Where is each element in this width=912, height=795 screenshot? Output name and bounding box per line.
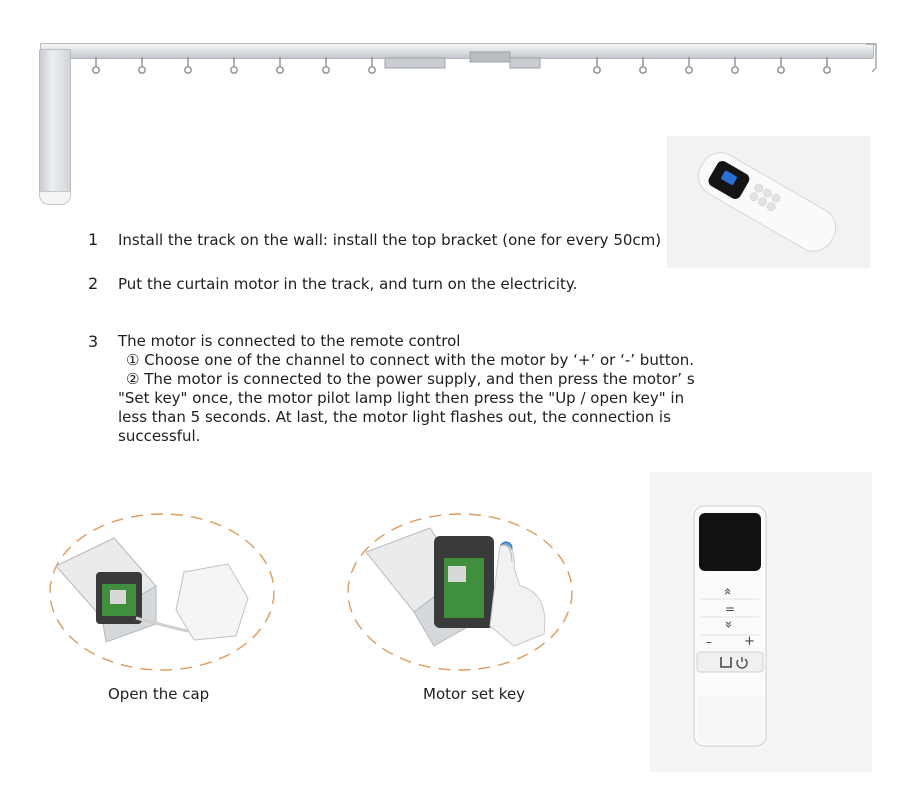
set-key-illustration [347, 513, 573, 671]
motor-body [39, 49, 71, 203]
down-arrow-icon: » [720, 620, 736, 629]
step-sub-2-line: "Set key" once, the motor pilot lamp lig… [118, 389, 685, 407]
pressing-hand [489, 544, 546, 647]
step-number: 1 [88, 230, 99, 249]
up-arrow-icon: » [720, 587, 736, 596]
step-title: The motor is connected to the remote con… [118, 332, 461, 350]
step-sub-2-line: less than 5 seconds. At last, the motor … [118, 408, 671, 426]
step-3-body: The motor is connected to the remote con… [118, 332, 695, 446]
open-cap-illustration [49, 513, 275, 671]
step-text: Install the track on the wall: install t… [118, 231, 662, 249]
minus-icon: – [706, 635, 712, 649]
remote-small-icon [697, 152, 837, 252]
detached-cap [175, 563, 249, 641]
step-sub-2-line: ② The motor is connected to the power su… [126, 370, 695, 388]
remote-bottom-keys [696, 651, 764, 673]
step-number: 2 [88, 274, 99, 293]
track-hooks [92, 43, 877, 74]
caption-set-key: Motor set key [423, 685, 526, 703]
dashed-ellipse [347, 513, 573, 671]
stop-icon: = [725, 602, 736, 616]
caption-open-cap: Open the cap [108, 685, 210, 703]
step-sub-1: ① Choose one of the channel to connect w… [126, 351, 695, 369]
step-sub-2-line: successful. [118, 427, 201, 445]
step-text: Put the curtain motor in the track, and … [118, 275, 578, 293]
step-number: 3 [88, 332, 99, 351]
remote-screen [699, 513, 761, 571]
remote-photo-small [667, 136, 870, 268]
remote-control-large [693, 505, 767, 747]
plus-icon: + [744, 634, 755, 649]
motor-end-cap [39, 191, 71, 205]
dashed-ellipse [49, 513, 275, 671]
